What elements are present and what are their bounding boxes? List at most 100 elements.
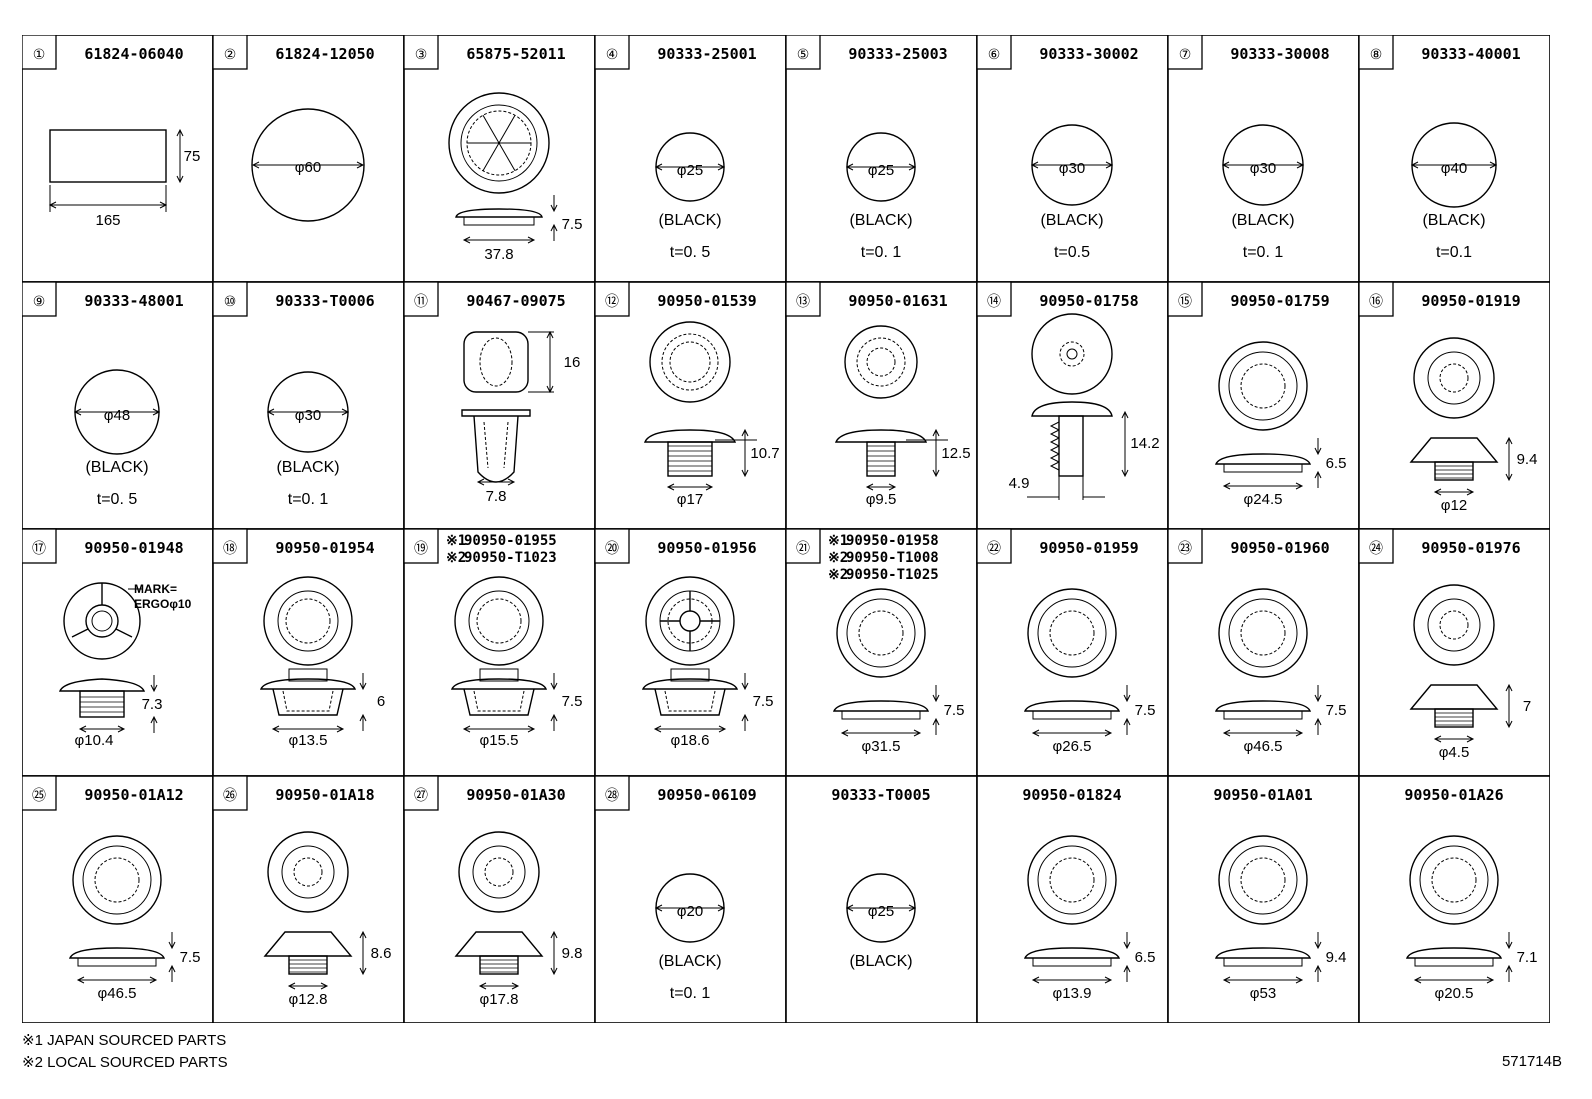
cell-number-box <box>212 281 248 317</box>
cell-border <box>22 281 214 530</box>
cell-border <box>1167 528 1360 777</box>
dim-diameter: φ10.4 <box>75 732 114 749</box>
color-note: (BLACK) <box>1231 212 1294 229</box>
mark-value: ERGOφ10 <box>134 597 192 611</box>
part-number-local: 90950-T1023 <box>464 550 557 566</box>
cell-border <box>22 35 214 283</box>
source-note-1: ※1 <box>446 533 466 549</box>
dim-diameter: φ12 <box>1441 497 1467 514</box>
plug-neck <box>1434 708 1474 728</box>
part-number: 90950-01956 <box>657 539 756 557</box>
plug-top <box>1218 588 1308 678</box>
cell-number-box <box>594 35 630 70</box>
cell-border <box>976 35 1169 283</box>
cell-border <box>785 775 978 1023</box>
part-number: 90950-01919 <box>1421 292 1520 310</box>
dim-thickness: 9.4 <box>1326 949 1347 966</box>
dim-height: 8.6 <box>371 945 392 962</box>
dim-diameter: φ25 <box>868 903 894 920</box>
cell-border <box>976 528 1169 777</box>
thickness-note: t=0. 1 <box>670 985 711 1002</box>
cell-number: ⑮ <box>1178 294 1192 310</box>
tape-rect <box>49 129 167 183</box>
plug-head <box>834 429 928 443</box>
cell-number: ③ <box>415 47 428 63</box>
dim-diameter: φ17.8 <box>480 991 519 1008</box>
dim-diameter: φ4.5 <box>1439 744 1470 761</box>
dim-height: 12.5 <box>941 445 970 462</box>
cell-border <box>1358 281 1550 530</box>
part-number: 90950-01A12 <box>84 786 183 804</box>
dim-width: 37.8 <box>484 246 513 263</box>
cell-border <box>594 528 787 777</box>
cell-border <box>403 35 596 283</box>
dim-diameter: φ20 <box>677 903 703 920</box>
plug-top <box>1409 835 1499 925</box>
color-note: (BLACK) <box>658 953 721 970</box>
source-note-3: ※2 <box>828 567 848 583</box>
cell-border <box>212 528 405 777</box>
dim-height: 7 <box>1523 698 1531 715</box>
dim-diameter: φ30 <box>1250 160 1276 177</box>
source-note-2: ※2 <box>446 550 466 566</box>
footnote-local: ※2 LOCAL SOURCED PARTS <box>22 1054 228 1071</box>
cell-border <box>403 528 596 777</box>
thickness-note: t=0. 1 <box>288 491 329 508</box>
cell-number: ⑲ <box>414 541 428 557</box>
cell-number: ㉕ <box>32 788 46 804</box>
cell-number: ⑨ <box>33 294 46 310</box>
dim-diameter: φ13.9 <box>1053 985 1092 1002</box>
cell-number-box <box>22 528 57 564</box>
color-note: (BLACK) <box>276 459 339 476</box>
dim-height: 9.8 <box>562 945 583 962</box>
cell-number-box <box>403 528 439 564</box>
cell-number: ⑤ <box>797 47 810 63</box>
part-number: 90950-01976 <box>1421 539 1520 557</box>
dim-height: 16 <box>564 354 581 371</box>
cell-number: ㉘ <box>605 788 619 804</box>
dim-height: 9.4 <box>1517 451 1538 468</box>
dim-height: 75 <box>184 148 201 165</box>
cell-number: ⑳ <box>605 541 619 557</box>
part-number: 90950-01758 <box>1039 292 1138 310</box>
color-note: (BLACK) <box>849 212 912 229</box>
plug-top <box>454 576 544 666</box>
thickness-note: t=0. 5 <box>97 491 138 508</box>
part-number: 90333-30002 <box>1039 45 1138 63</box>
plug-head <box>643 429 737 443</box>
cell-number: ㉗ <box>414 788 428 804</box>
dim-diameter: φ18.6 <box>671 732 710 749</box>
dim-thickness: 7.5 <box>180 949 201 966</box>
cell-number: ⑯ <box>1369 294 1383 310</box>
cell-number: ⑦ <box>1179 47 1192 63</box>
cell-number-box <box>785 35 821 70</box>
clip-outer <box>448 92 550 194</box>
plug-top <box>645 576 735 666</box>
cell-border <box>785 281 978 530</box>
plug-body <box>866 441 896 477</box>
cell-number-box <box>976 528 1012 564</box>
plug-top <box>1413 337 1495 419</box>
dim-thickness: 7.3 <box>142 696 163 713</box>
cell-number-box <box>212 35 248 70</box>
plug-side <box>1405 947 1503 959</box>
cell-border <box>212 281 405 530</box>
clip-top <box>463 331 529 393</box>
cell-number-box <box>403 35 439 70</box>
dim-diameter: φ31.5 <box>862 738 901 755</box>
dim-diameter: φ20.5 <box>1435 985 1474 1002</box>
plug-side <box>1214 700 1312 712</box>
